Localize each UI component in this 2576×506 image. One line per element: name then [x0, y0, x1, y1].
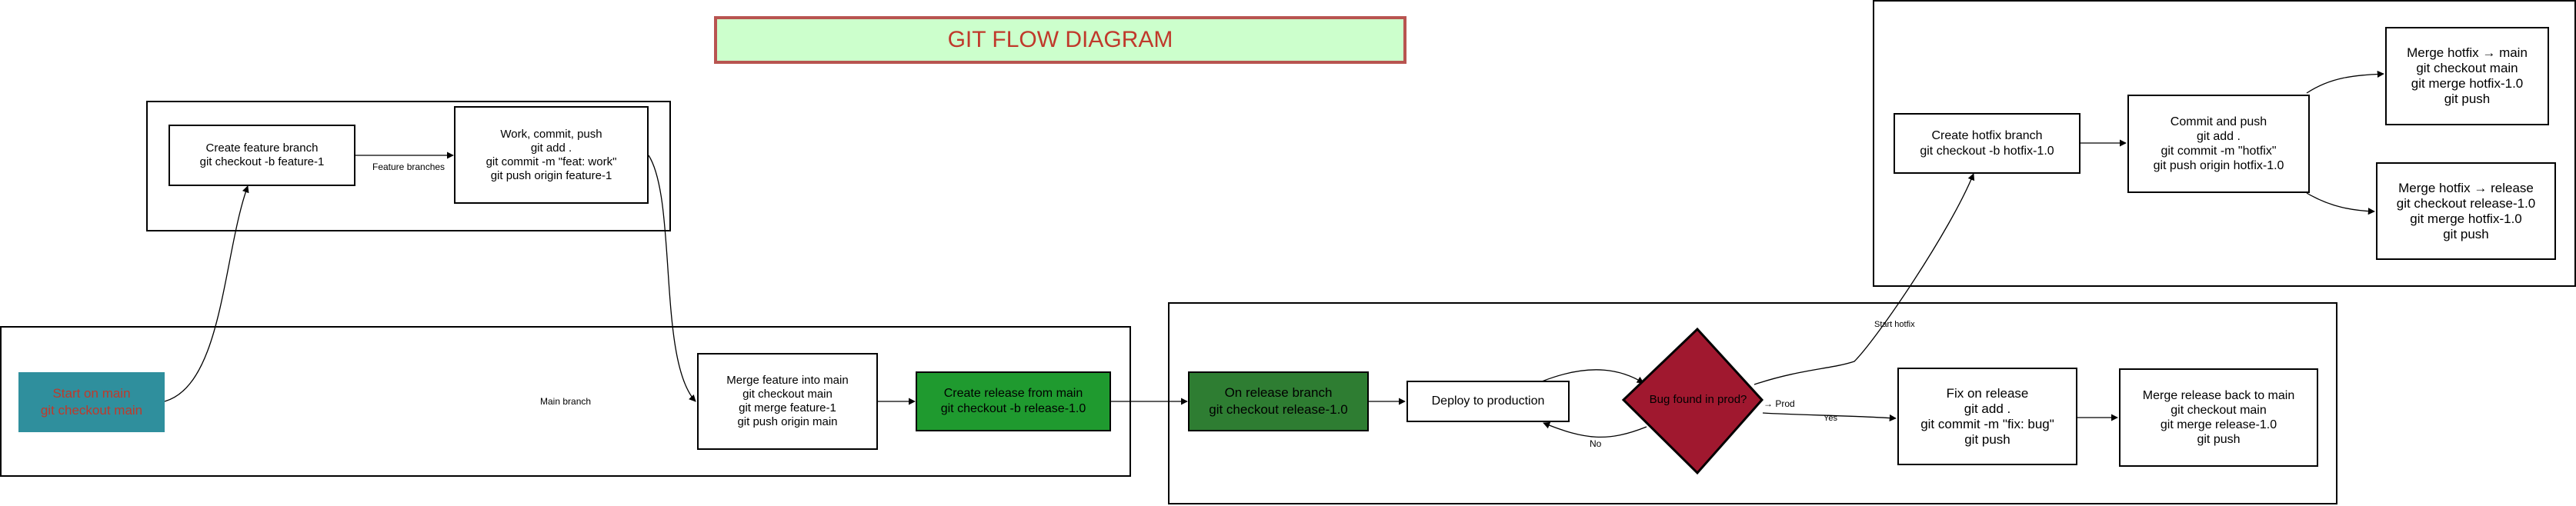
label-start-hotfix: Start hotfix: [1874, 320, 1915, 329]
edge-bug-to-deploy-no: [1543, 421, 1647, 438]
node-deploy-to-production[interactable]: Deploy to production: [1406, 381, 1570, 422]
label-feature-branches: Feature branches: [372, 161, 445, 172]
edge-bug-to-create-hotfix: [1753, 173, 1975, 385]
label-main-branch: Main branch: [540, 396, 592, 407]
edge-work-to-merge-feature: [648, 155, 696, 402]
label-yes: Yes: [1824, 414, 1837, 423]
node-start-on-main[interactable]: Start on main git checkout main: [18, 372, 165, 432]
node-merge-hotfix-release[interactable]: Merge hotfix → release git checkout rele…: [2376, 162, 2556, 260]
label-prod: → Prod: [1763, 398, 1795, 409]
bug-found-label: Bug found in prod?: [1649, 393, 1747, 406]
edge-bug-to-fix-yes: [1762, 412, 1897, 422]
node-on-release-branch[interactable]: On release branch git checkout release-1…: [1188, 371, 1369, 431]
node-commit-and-push-hotfix[interactable]: Commit and push git add . git commit -m …: [2127, 95, 2310, 193]
node-work-commit-push[interactable]: Work, commit, push git add . git commit …: [454, 106, 649, 204]
node-create-release[interactable]: Create release from main git checkout -b…: [916, 371, 1111, 431]
node-create-hotfix-branch[interactable]: Create hotfix branch git checkout -b hot…: [1894, 113, 2080, 174]
diagram-title: GIT FLOW DIAGRAM: [714, 16, 1406, 64]
edge-start-to-create-feature: [164, 185, 249, 402]
node-fix-on-release[interactable]: Fix on release git add . git commit -m "…: [1897, 368, 2077, 465]
node-merge-hotfix-main[interactable]: Merge hotfix → main git checkout main gi…: [2385, 27, 2549, 125]
label-no: No: [1590, 438, 1602, 449]
node-create-feature-branch[interactable]: Create feature branch git checkout -b fe…: [169, 125, 355, 186]
edge-commit-to-merge-main: [2306, 70, 2384, 94]
edge-commit-to-merge-release: [2306, 192, 2375, 215]
node-merge-release-back[interactable]: Merge release back to main git checkout …: [2119, 368, 2318, 467]
node-merge-feature-into-main[interactable]: Merge feature into main git checkout mai…: [697, 353, 878, 450]
bug-decision-diamond: [1621, 327, 1764, 475]
edge-deploy-to-bug: [1541, 369, 1644, 384]
